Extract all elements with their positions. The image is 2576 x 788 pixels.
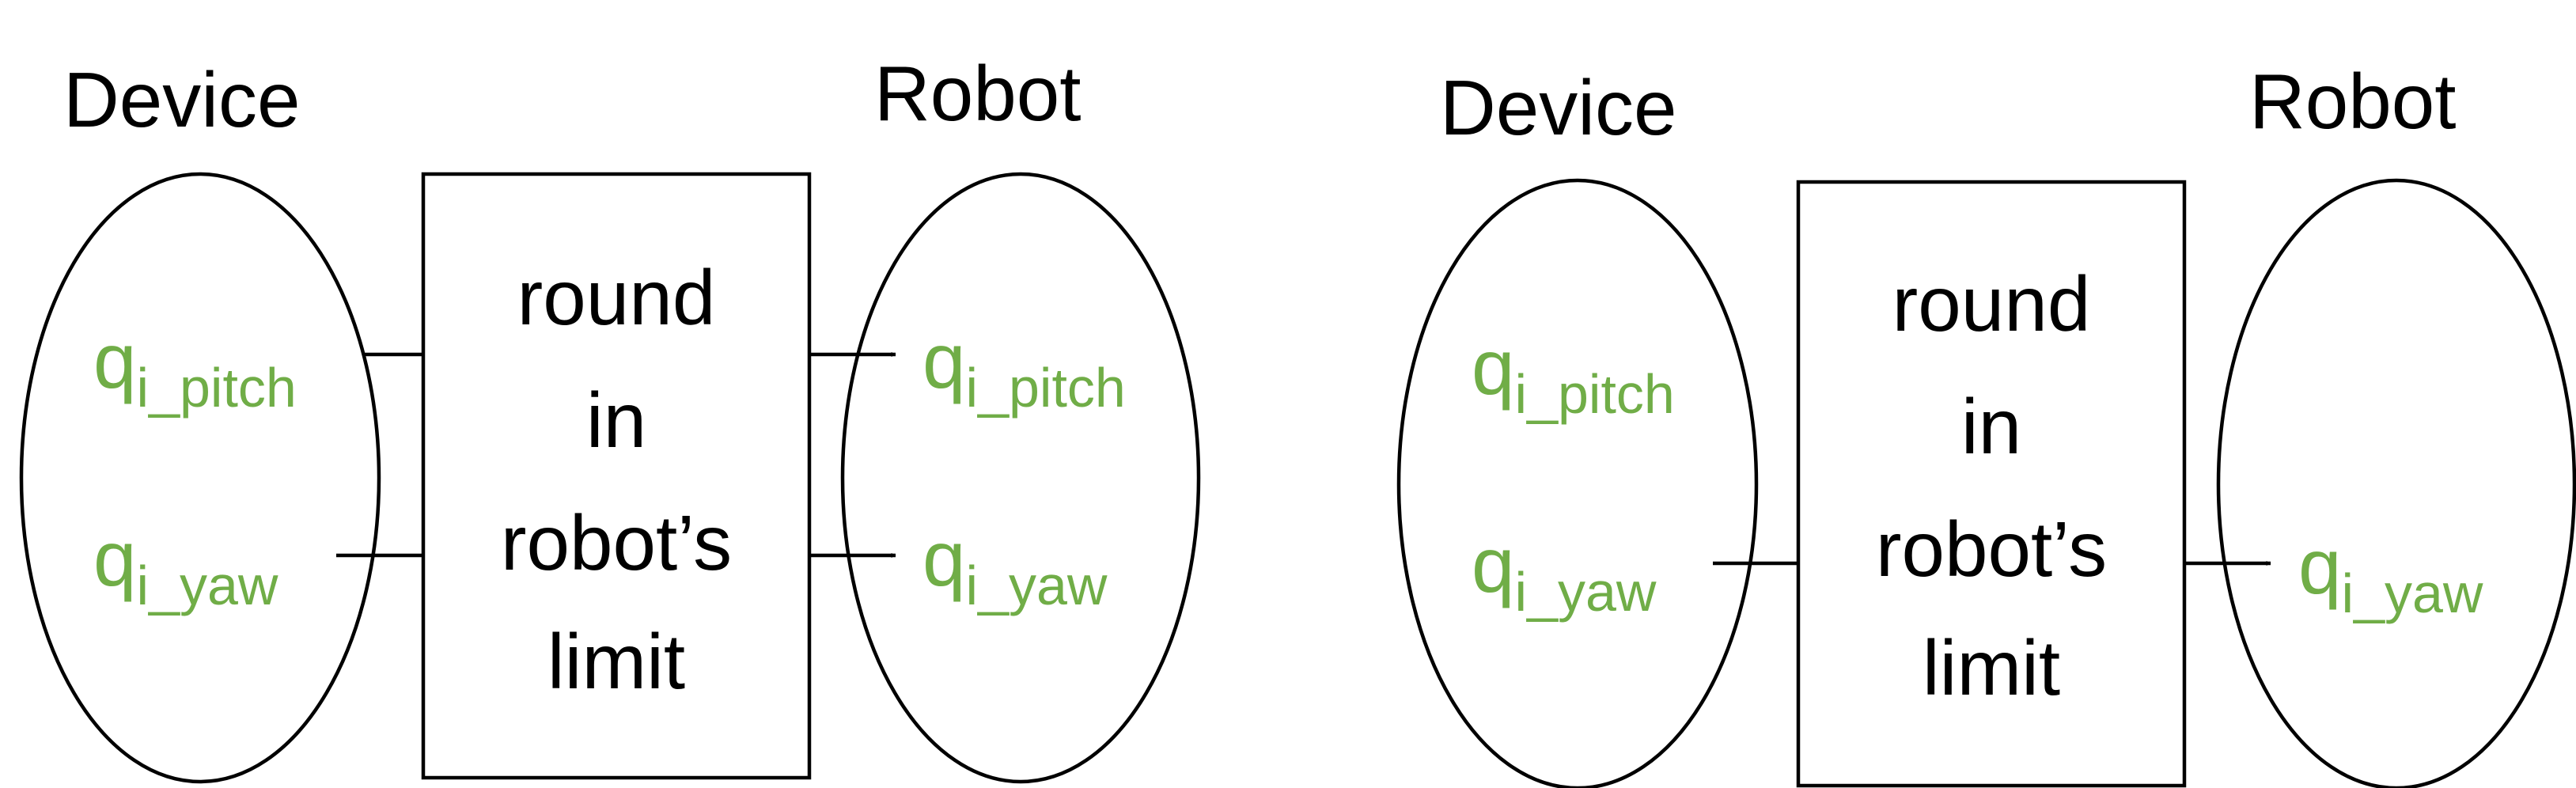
left-device-label: Device (63, 56, 301, 143)
var-subscript: i_yaw (966, 555, 1108, 616)
var-subscript: i_pitch (966, 357, 1126, 419)
right-robot-var-yaw: qi_yaw (2298, 523, 2483, 624)
var-subscript: i_yaw (137, 555, 278, 616)
left-robot-ellipse (840, 172, 1201, 784)
right-robot-label: Robot (2249, 58, 2457, 145)
right-box-line-2: in (1961, 383, 2021, 470)
left-box-line-4: limit (547, 618, 685, 705)
var-subscript: i_pitch (1515, 363, 1675, 425)
var-base: q (93, 317, 137, 404)
right-robot-ellipse (2216, 178, 2576, 788)
left-robot-label: Robot (874, 50, 1082, 137)
right-box-line-1: round (1892, 260, 2091, 347)
left-robot-var-pitch: qi_pitch (922, 317, 1126, 419)
left-device-var-pitch: qi_pitch (93, 317, 297, 419)
right-box-line-4: limit (1923, 624, 2060, 711)
var-base: q (922, 317, 966, 404)
var-base: q (1472, 324, 1515, 411)
var-base: q (922, 515, 966, 602)
var-base: q (93, 515, 137, 602)
left-device-ellipse (19, 172, 381, 784)
left-box-line-1: round (517, 254, 716, 341)
right-panel: Device Robot qi_pitch qi_yaw round in ro… (1396, 58, 2576, 788)
var-base: q (1472, 521, 1515, 608)
left-box-line-3: robot’s (501, 499, 732, 586)
left-box-line-2: in (586, 377, 646, 464)
left-panel: Device Robot qi_pitch qi_yaw round in ro… (19, 50, 1201, 784)
var-base: q (2298, 523, 2342, 610)
left-limit-box (421, 172, 812, 780)
right-box-line-3: robot’s (1876, 506, 2107, 593)
right-device-var-pitch: qi_pitch (1472, 324, 1675, 425)
right-device-label: Device (1440, 64, 1677, 151)
var-subscript: i_yaw (2342, 563, 2483, 624)
right-device-var-yaw: qi_yaw (1472, 521, 1657, 623)
var-subscript: i_yaw (1515, 561, 1657, 623)
left-device-var-yaw: qi_yaw (93, 515, 278, 616)
right-device-ellipse (1396, 178, 1759, 788)
right-limit-box (1796, 180, 2187, 788)
var-subscript: i_pitch (137, 357, 297, 419)
left-robot-var-yaw: qi_yaw (922, 515, 1108, 616)
